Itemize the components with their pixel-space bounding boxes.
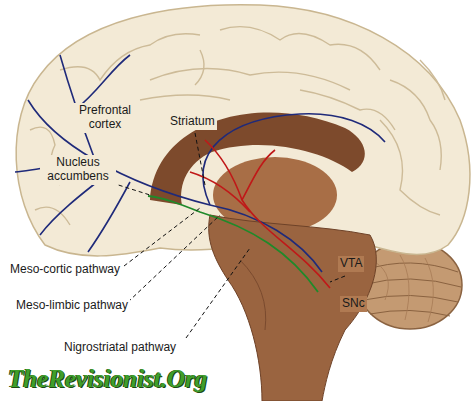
brainstem [209, 215, 377, 401]
nigrostriatal-pathway-lines [190, 140, 330, 288]
watermark: TheRevisionist.Org [6, 364, 209, 395]
pathway-label: Meso-limbic pathway [14, 298, 130, 314]
region-label: Prefrontal cortex [70, 103, 140, 133]
region-label: Striatum [168, 114, 217, 130]
pathway-label: Meso-cortic pathway [8, 262, 122, 278]
nucleus-label: VTA [338, 256, 364, 272]
region-label: Nucleus accumbens [40, 155, 116, 185]
pathway-label: Nigrostriatal pathway [62, 340, 178, 356]
nucleus-label: SNc [340, 296, 367, 312]
meso-cortic-pathway-lines [15, 55, 385, 272]
cerebrum-outline [16, 5, 470, 256]
meso-limbic-pathway-lines [148, 196, 318, 292]
leader-lines [112, 133, 345, 338]
